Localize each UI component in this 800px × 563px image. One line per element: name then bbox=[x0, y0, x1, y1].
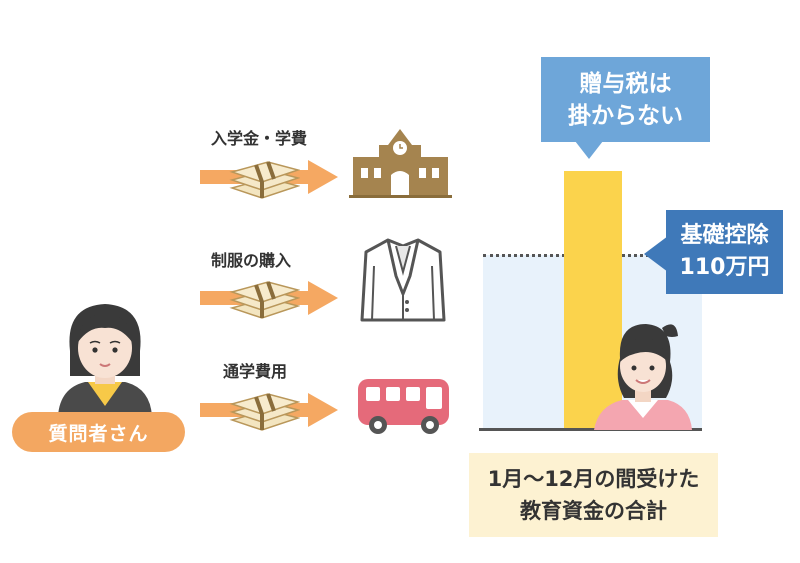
recipient-woman-avatar bbox=[594, 324, 692, 430]
summary-line2: 教育資金の合計 bbox=[520, 499, 667, 523]
gift-tax-line1: 贈与税は bbox=[579, 70, 672, 97]
deduction-line2: 110万円 bbox=[679, 255, 770, 280]
person-label: 質問者さん bbox=[48, 422, 149, 445]
money-bundle-icon bbox=[229, 161, 300, 199]
person-label-badge: 質問者さん bbox=[12, 412, 185, 452]
education-funds-bar bbox=[564, 171, 622, 430]
money-bundle-icon bbox=[229, 393, 300, 431]
deduction-callout: 基礎控除 110万円 bbox=[666, 210, 783, 294]
summary-line1: 1月～12月の間受けた bbox=[487, 467, 700, 491]
gift-tax-callout: 贈与税は 掛からない bbox=[541, 57, 710, 142]
bus-icon bbox=[358, 379, 449, 434]
education-funds-summary: 1月～12月の間受けた 教育資金の合計 bbox=[469, 453, 718, 537]
money-bundle-icon bbox=[229, 281, 300, 319]
gift-tax-line2: 掛からない bbox=[568, 102, 683, 129]
deduction-callout-pointer bbox=[644, 236, 668, 272]
flow-label-uniform: 制服の購入 bbox=[211, 251, 292, 270]
deduction-line1: 基礎控除 bbox=[680, 223, 769, 248]
gift-tax-callout-pointer bbox=[575, 141, 603, 159]
baseline bbox=[479, 428, 702, 431]
person-avatar bbox=[58, 304, 152, 416]
blazer-uniform-icon bbox=[360, 238, 446, 322]
flow-label-tuition: 入学金・学費 bbox=[211, 129, 308, 148]
flow-label-commute: 通学費用 bbox=[223, 362, 288, 381]
school-building-icon bbox=[349, 129, 452, 198]
